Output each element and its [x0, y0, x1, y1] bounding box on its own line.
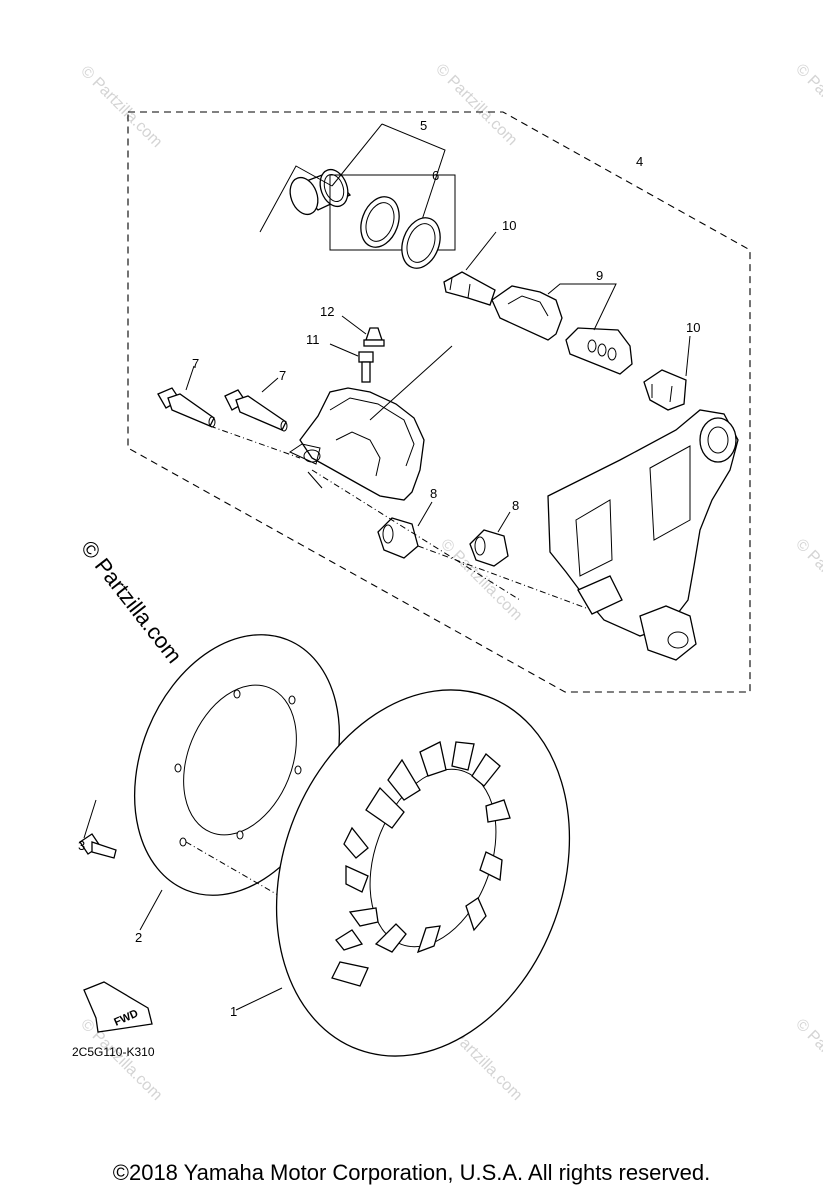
forward-direction-arrow: FWD: [83, 981, 153, 1033]
callout-5: 5: [420, 118, 427, 133]
callout-11: 11: [306, 332, 320, 347]
slide-pin-boot-left: [377, 517, 419, 559]
callout-2: 2: [135, 930, 142, 945]
piston-seals: [329, 174, 456, 269]
pad-spring-left: [443, 271, 496, 306]
pad-spring-right: [643, 369, 687, 411]
callout-8b: 8: [512, 498, 519, 513]
caliper-bracket: [547, 409, 739, 661]
caliper-body: [288, 387, 425, 501]
piston: [289, 168, 352, 216]
watermark-faint: © Partzilla.com: [77, 63, 165, 151]
diagram-code: 2C5G110-K310: [72, 1045, 155, 1059]
brake-disc: [275, 689, 571, 1057]
callout-4: 4: [636, 154, 643, 169]
callout-8a: 8: [430, 486, 437, 501]
disc-bolt: [79, 833, 117, 859]
slide-pin-right: [224, 389, 288, 432]
callout-10a: 10: [502, 218, 516, 233]
callout-6: 6: [432, 168, 439, 183]
copyright-notice: ©2018 Yamaha Motor Corporation, U.S.A. A…: [112, 1160, 711, 1185]
brake-pad-front: [491, 285, 563, 341]
callout-1: 1: [230, 1004, 237, 1019]
callout-7b: 7: [279, 368, 286, 383]
brake-pad-rear: [565, 327, 633, 375]
slide-pin-left: [157, 387, 216, 428]
bleed-screw-cap: [363, 327, 385, 347]
disc-adapter-plate: [133, 634, 341, 896]
slide-pin-boot-right: [469, 529, 509, 567]
caliper-assembly-boundary: [127, 111, 751, 693]
callout-7a: 7: [192, 356, 199, 371]
callout-12: 12: [320, 304, 334, 319]
watermark-faint: © Partzilla.com: [432, 61, 520, 149]
callout-9: 9: [596, 268, 603, 283]
watermark-faint: © Partzilla.com: [792, 61, 823, 149]
bleed-screw: [358, 351, 374, 383]
watermark-main: © Partzilla.com: [76, 536, 187, 668]
watermark-faint: © Partzilla.com: [792, 536, 823, 624]
callout-10b: 10: [686, 320, 700, 335]
callout-3: 3: [78, 838, 85, 853]
watermark-faint: © Partzilla.com: [792, 1016, 823, 1104]
